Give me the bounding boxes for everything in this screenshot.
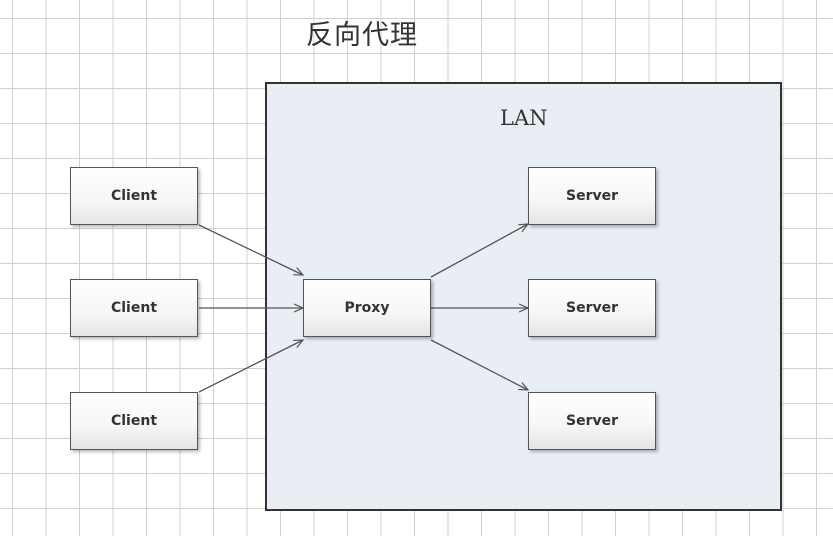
proxy-node[interactable]: Proxy bbox=[303, 279, 431, 337]
lan-label: LAN bbox=[500, 106, 548, 130]
diagram-title: 反向代理 bbox=[306, 20, 418, 51]
client-node-2[interactable]: Client bbox=[70, 279, 198, 337]
client-node-1[interactable]: Client bbox=[70, 167, 198, 225]
server-node-1[interactable]: Server bbox=[528, 167, 656, 225]
server-node-3[interactable]: Server bbox=[528, 392, 656, 450]
client-node-3[interactable]: Client bbox=[70, 392, 198, 450]
server-node-2[interactable]: Server bbox=[528, 279, 656, 337]
